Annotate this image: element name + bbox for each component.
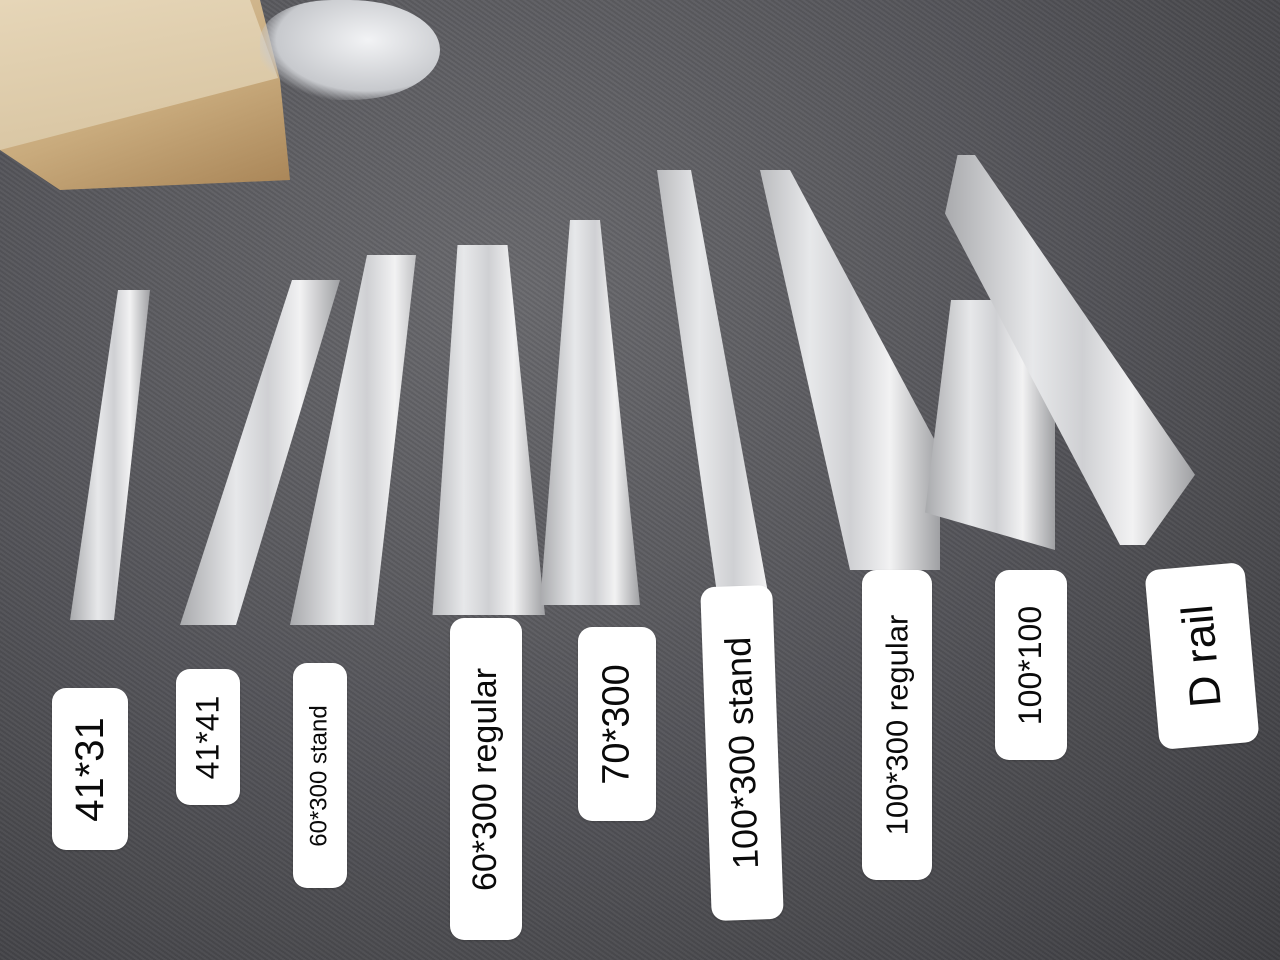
label-text: 41*31 <box>67 716 112 822</box>
label-text: 100*100 <box>1012 605 1049 725</box>
label-60x300-stand: 60*300 stand <box>293 663 347 888</box>
label-text: 60*300 stand <box>306 704 333 847</box>
label-text: 60*300 regular <box>466 667 505 891</box>
cardboard-box <box>0 0 290 190</box>
label-100x300-regular: 100*300 regular <box>862 570 932 880</box>
label-70x300: 70*300 <box>578 627 656 821</box>
label-100x100: 100*100 <box>995 570 1067 760</box>
label-text: 100*300 regular <box>879 614 914 836</box>
label-text: 41*41 <box>189 695 226 779</box>
label-41x41: 41*41 <box>176 669 240 805</box>
label-text: 70*300 <box>595 663 638 785</box>
label-text: 100*300 stand <box>716 636 767 870</box>
label-d-rail: D rail <box>1144 561 1260 751</box>
cardboard-box-flap <box>0 0 278 150</box>
label-text: D rail <box>1172 602 1231 710</box>
label-41x31: 41*31 <box>52 688 128 850</box>
label-100x300-stand: 100*300 stand <box>700 584 784 922</box>
plastic-bag <box>260 0 440 100</box>
label-60x300-regular: 60*300 regular <box>450 618 522 940</box>
